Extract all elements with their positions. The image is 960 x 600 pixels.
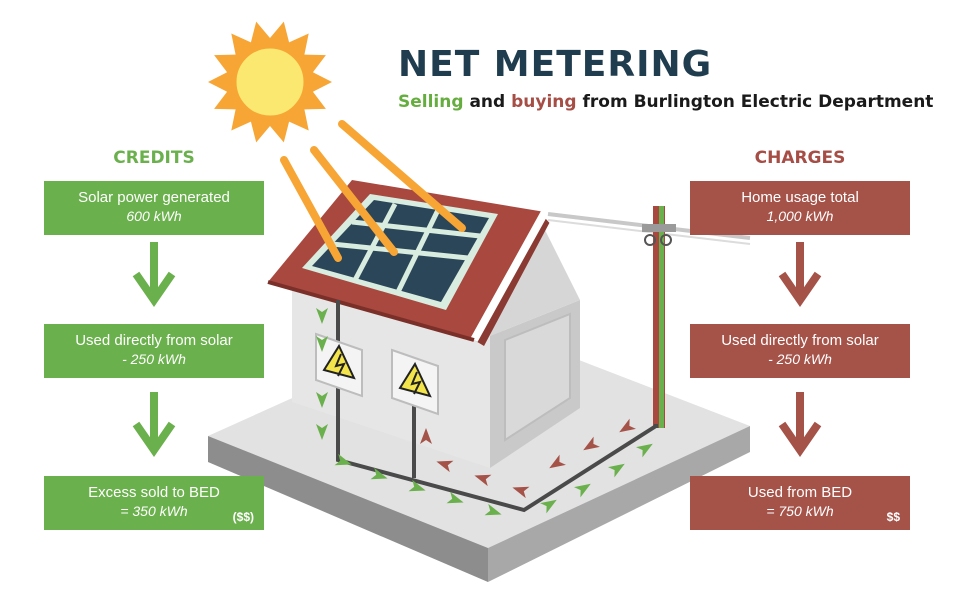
subtitle-selling: Selling [398,92,464,112]
down-arrow-icon [778,271,822,308]
credits-heading: CREDITS [113,148,195,168]
charge-money-badge: $$ [886,510,900,524]
flow-arrow-icon [619,418,636,433]
flow-arrow-icon [512,486,530,499]
flow-arrow-icon [316,336,328,352]
flow-arrow-icon [316,392,328,408]
electric-meter-icon [315,332,363,398]
charge-box-used-solar: Used directly from solar - 250 kWh [690,324,910,378]
flow-arrow-icon [484,503,502,516]
flow-arrow-icon [636,443,653,458]
down-arrow-icon [132,421,176,458]
credit-box-used-solar: Used directly from solar - 250 kWh [44,324,264,378]
solar-panel-icon [302,194,498,310]
charge-label: Used from BED [747,484,853,501]
flow-arrow-icon [583,436,600,451]
flow-arrow-icon [370,467,388,480]
credit-value: = 350 kWh [120,503,188,519]
charge-value: = 750 kWh [766,503,834,519]
flow-arrows [316,308,653,516]
sun-icon [208,21,332,143]
flow-arrow-icon [420,428,432,444]
charge-value: - 250 kWh [768,351,832,367]
credit-value: 600 kWh [126,208,182,224]
flow-arrow-icon [574,483,591,498]
subtitle-rest: from Burlington Electric Department [576,92,934,112]
flow-arrow-icon [474,474,492,487]
flow-arrow-icon [408,479,426,492]
credit-money-badge: ($$) [232,510,254,524]
page-subtitle: Selling and buying from Burlington Elect… [398,92,933,112]
charge-box-used-bed: Used from BED = 750 kWh $$ [690,476,910,530]
flow-arrow-icon [446,491,464,504]
charges-heading: CHARGES [754,148,846,168]
electric-meter-icon [391,348,439,416]
credit-box-generated: Solar power generated 600 kWh [44,181,264,235]
down-arrow-icon [132,271,176,308]
flow-arrow-icon [334,453,352,466]
flow-arrow-icon [540,499,557,514]
flow-arrow-icon [316,308,328,324]
flow-arrow-icon [608,463,625,478]
sun-beams [280,120,466,262]
credit-label: Used directly from solar [75,332,233,349]
credit-box-excess-sold: Excess sold to BED = 350 kWh ($$) [44,476,264,530]
charge-box-home-usage: Home usage total 1,000 kWh [690,181,910,235]
charge-label: Used directly from solar [721,332,879,349]
charge-value: 1,000 kWh [766,208,834,224]
charge-label: Home usage total [741,189,859,206]
subtitle-and: and [463,92,512,112]
credit-label: Solar power generated [78,189,230,206]
down-arrow-icon [778,421,822,458]
subtitle-buying: buying [511,92,577,112]
flow-arrow-icon [316,424,328,440]
flow-arrow-icon [436,460,454,473]
credit-label: Excess sold to BED [88,484,220,501]
credit-value: - 250 kWh [122,351,186,367]
flow-arrow-icon [549,454,566,469]
page-title: NET METERING [398,44,713,85]
